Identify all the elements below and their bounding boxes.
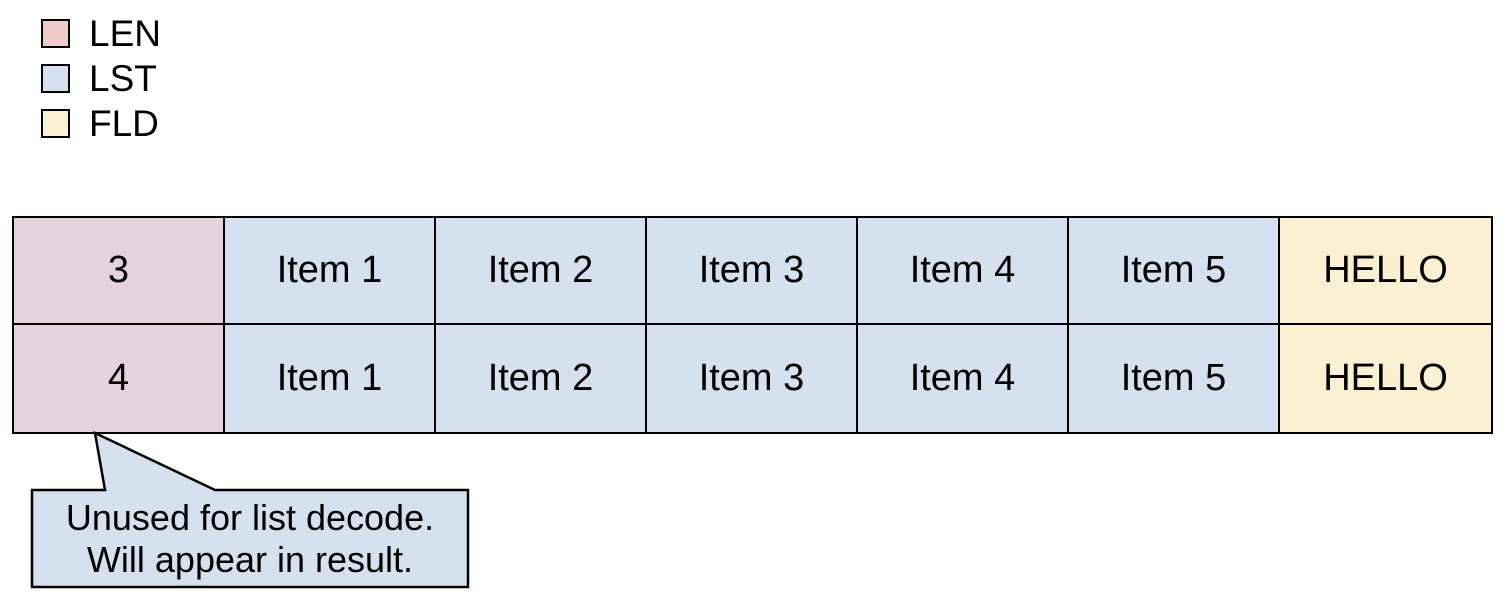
list-item-cell: Item 5 xyxy=(1069,325,1280,432)
len-color-swatch xyxy=(41,19,70,48)
list-item-cell: Item 4 xyxy=(858,325,1069,432)
fld-color-swatch xyxy=(41,109,70,138)
list-item-cell: Item 4 xyxy=(858,218,1069,325)
len-cell: 4 xyxy=(14,325,225,432)
callout-note-line2: Will appear in result. xyxy=(86,538,414,580)
list-item-cell: Item 2 xyxy=(436,325,647,432)
legend-item-lst: LST xyxy=(41,58,161,99)
legend-label-fld: FLD xyxy=(89,103,159,144)
legend-item-fld: FLD xyxy=(41,103,161,144)
field-cell: HELLO xyxy=(1280,325,1491,432)
len-cell: 3 xyxy=(14,218,225,325)
callout-note-line1: Unused for list decode. xyxy=(65,496,435,538)
legend: LEN LST FLD xyxy=(41,13,161,154)
encoding-table: 3 Item 1 Item 2 Item 3 Item 4 Item 5 HEL… xyxy=(12,216,1493,434)
legend-label-lst: LST xyxy=(89,58,157,99)
list-item-cell: Item 3 xyxy=(647,218,858,325)
list-item-cell: Item 5 xyxy=(1069,218,1280,325)
legend-item-len: LEN xyxy=(41,13,161,54)
list-item-cell: Item 2 xyxy=(436,218,647,325)
list-item-cell: Item 3 xyxy=(647,325,858,432)
list-item-cell: Item 1 xyxy=(225,325,436,432)
list-item-cell: Item 1 xyxy=(225,218,436,325)
callout-note: Unused for list decode. Will appear in r… xyxy=(32,492,468,585)
field-cell: HELLO xyxy=(1280,218,1491,325)
lst-color-swatch xyxy=(41,64,70,93)
legend-label-len: LEN xyxy=(89,13,161,54)
